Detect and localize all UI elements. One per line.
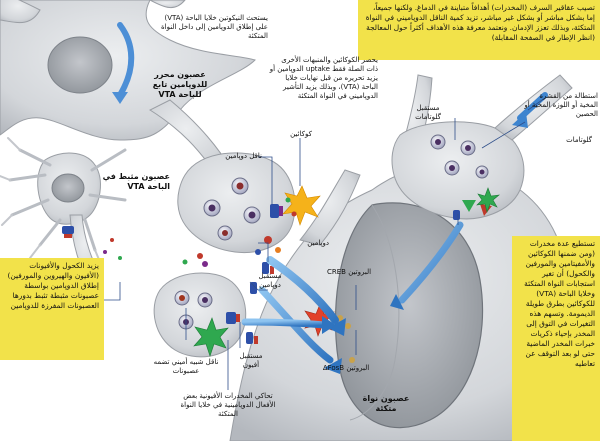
label-cocaine: كوكائين xyxy=(290,130,312,138)
callout-right-middle-box xyxy=(512,236,600,441)
label-dopamine: دوپامين xyxy=(307,239,329,247)
label-opiate-receptor: مستقبل أفيون xyxy=(239,352,263,369)
burst-opiate xyxy=(193,317,229,357)
label-glutamate-receptor: مستقبل گلوتامات xyxy=(415,104,441,121)
callout-top-right: تصيب عقاقير السرف (المخدرات) أهدافاً متب… xyxy=(365,3,595,42)
label-nicotine: يستحث النيكوتين خلايا الباحة (VTA) على إ… xyxy=(160,14,268,40)
label-opiates-text: تحاكي المخدرات الأفيونية بعض الأفعال الد… xyxy=(180,392,276,418)
burst-cocaine xyxy=(282,185,321,226)
label-dopamine-transporter: ناقل دوپامين xyxy=(225,152,262,160)
nucleus-accumbens-neuron-body xyxy=(229,74,600,441)
callout-right-middle: تستطيع عدة مخدرات (ومن ضمنها الكوكائين و… xyxy=(524,239,595,368)
glutamate-terminal xyxy=(391,74,573,220)
label-protein-creb: البروتين CREB xyxy=(326,268,372,276)
label-amino-acid-transporter: ناقل شبيه أميني تضمه عصبونات xyxy=(153,358,219,375)
label-inhibitory-neuron: عصبون مثبط في الباحة VTA xyxy=(102,172,170,191)
burst-glutamate xyxy=(476,187,500,214)
callout-left-middle-box xyxy=(0,258,104,360)
dopamine-terminal-upper xyxy=(177,152,296,254)
inhibitory-terminal-lower xyxy=(153,272,247,358)
callout-left-middle: يزيد الكحول والأفيونات (الأفيون والهيروي… xyxy=(7,261,99,310)
label-glutamate: گلوتامات xyxy=(566,136,592,144)
dopamine-molecules xyxy=(103,197,355,363)
callout-top-right-box xyxy=(358,0,600,60)
signal-arrows xyxy=(241,221,464,374)
label-cocaine-text: يحصر الكوكائين والمنبهات الأخرى ذات الصل… xyxy=(269,56,378,100)
leader-lines xyxy=(104,97,546,390)
label-nucleus-accumbens-neuron: عصبون نواة متكئة xyxy=(362,394,410,413)
label-dopamine-receptor: مستقبل دوپامين xyxy=(258,272,282,289)
label-protein-fosb: البروتين ΔFosB xyxy=(322,364,370,372)
burst-creb xyxy=(304,303,335,337)
label-dopamine-neuron: عصبون محرر للدوپامين تابع للباحة VTA xyxy=(152,70,208,99)
label-glutamate-source: استطالة من القشرة المخية أو اللوزة المخي… xyxy=(524,92,598,118)
postsynaptic-receptors xyxy=(246,210,460,344)
